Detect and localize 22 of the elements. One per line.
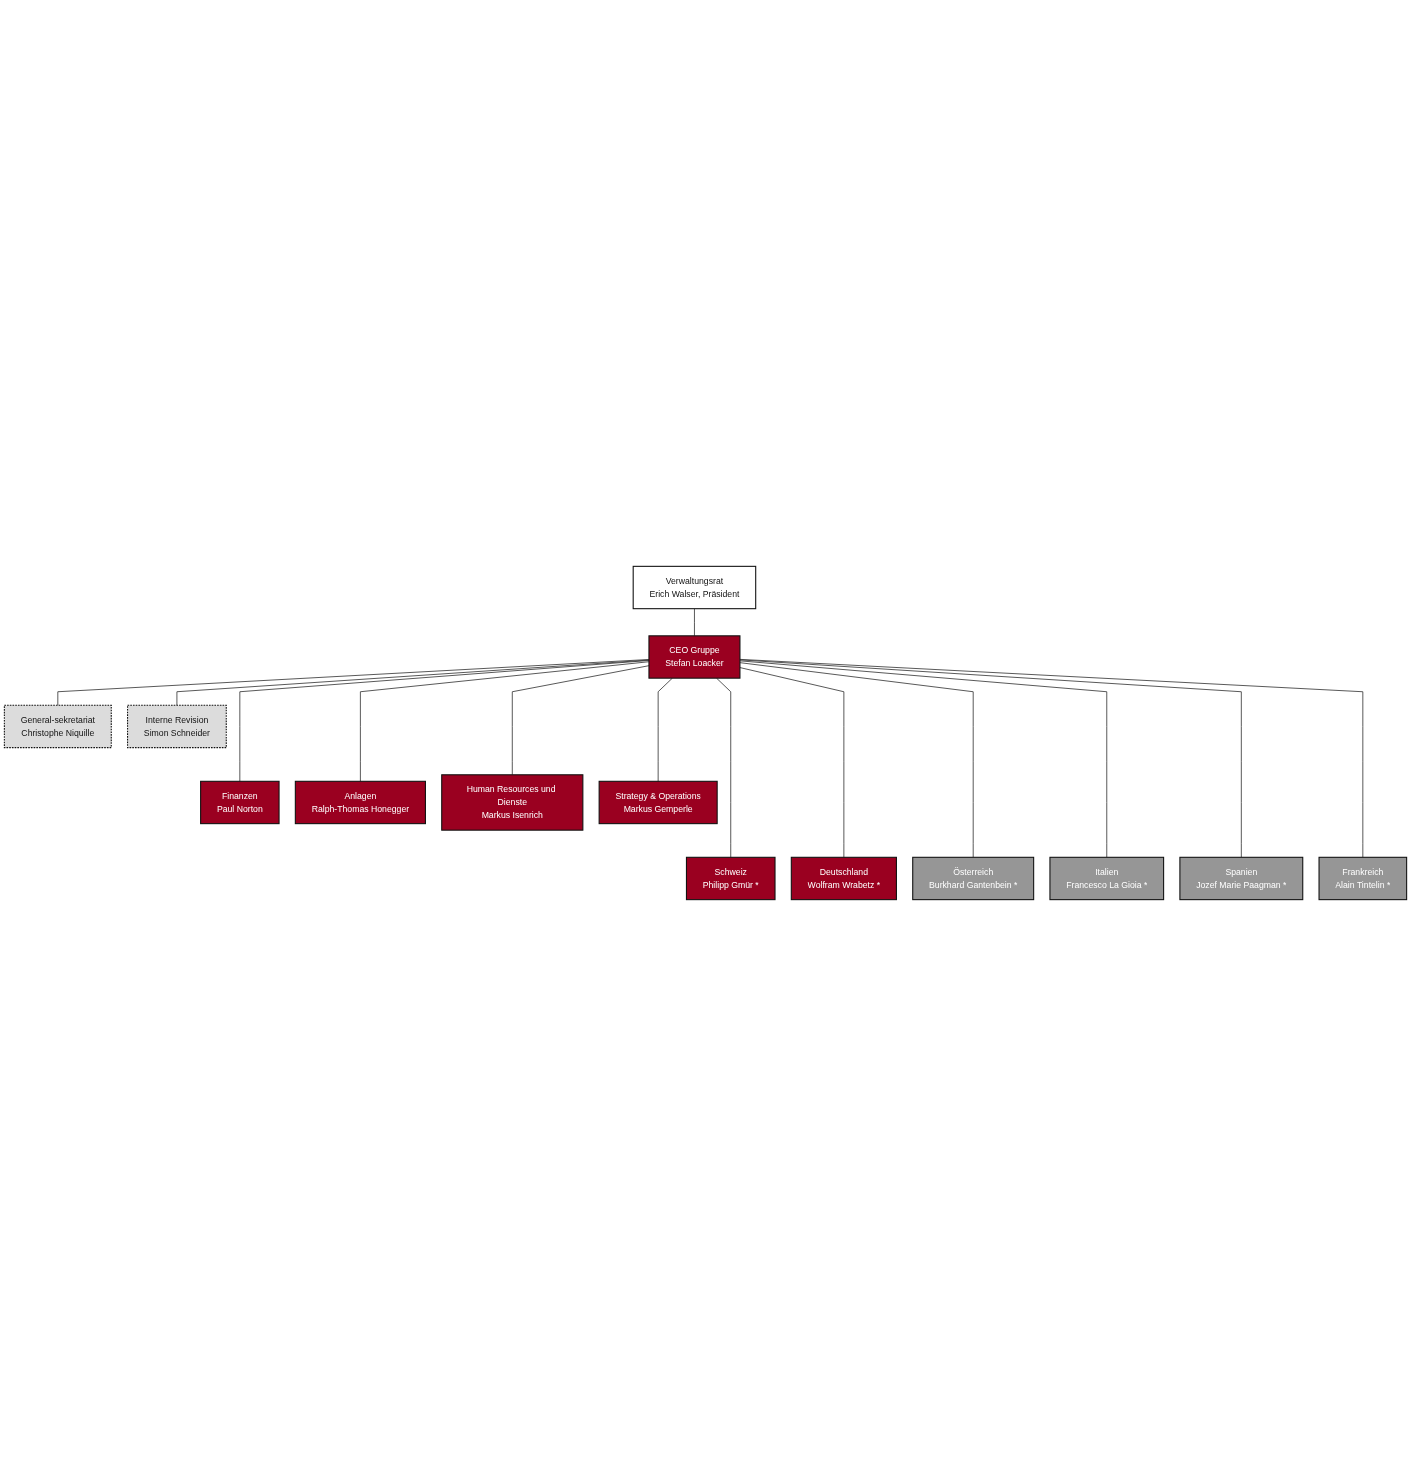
node-box: Strategy & Operations Markus Gemperle	[598, 780, 718, 825]
connector	[739, 659, 1242, 858]
connector	[739, 658, 1364, 858]
connector	[739, 660, 1108, 858]
node-box: Verwaltungsrat Erich Walser, Präsident	[632, 565, 757, 610]
node-box: Spanien Jozef Marie Paagman *	[1179, 856, 1304, 901]
node-box: Deutschland Wolfram Wrabetz *	[790, 856, 897, 901]
node-box: Frankreich Alain Tintelin *	[1318, 856, 1408, 901]
node-box: Anlagen Ralph-Thomas Honegger	[294, 780, 426, 825]
connector	[716, 677, 732, 858]
node-box: Italien Francesco La Gioia *	[1049, 856, 1165, 901]
connector	[694, 608, 695, 637]
node-box: General-sekretariat Christophe Niquille	[3, 704, 112, 749]
node-box: Schweiz Philipp Gmür *	[685, 856, 776, 901]
node-box: Finanzen Paul Norton	[200, 780, 280, 825]
node-box: Interne Revision Simon Schneider	[127, 704, 227, 749]
connector	[657, 677, 673, 782]
connector	[739, 662, 974, 858]
node-box: Human Resources und Dienste Markus Isenrich	[441, 774, 584, 831]
node-box: Österreich Burkhard Gantenbein *	[912, 856, 1035, 901]
connector	[739, 667, 845, 858]
node-box: CEO Gruppe Stefan Loacker	[648, 635, 741, 679]
